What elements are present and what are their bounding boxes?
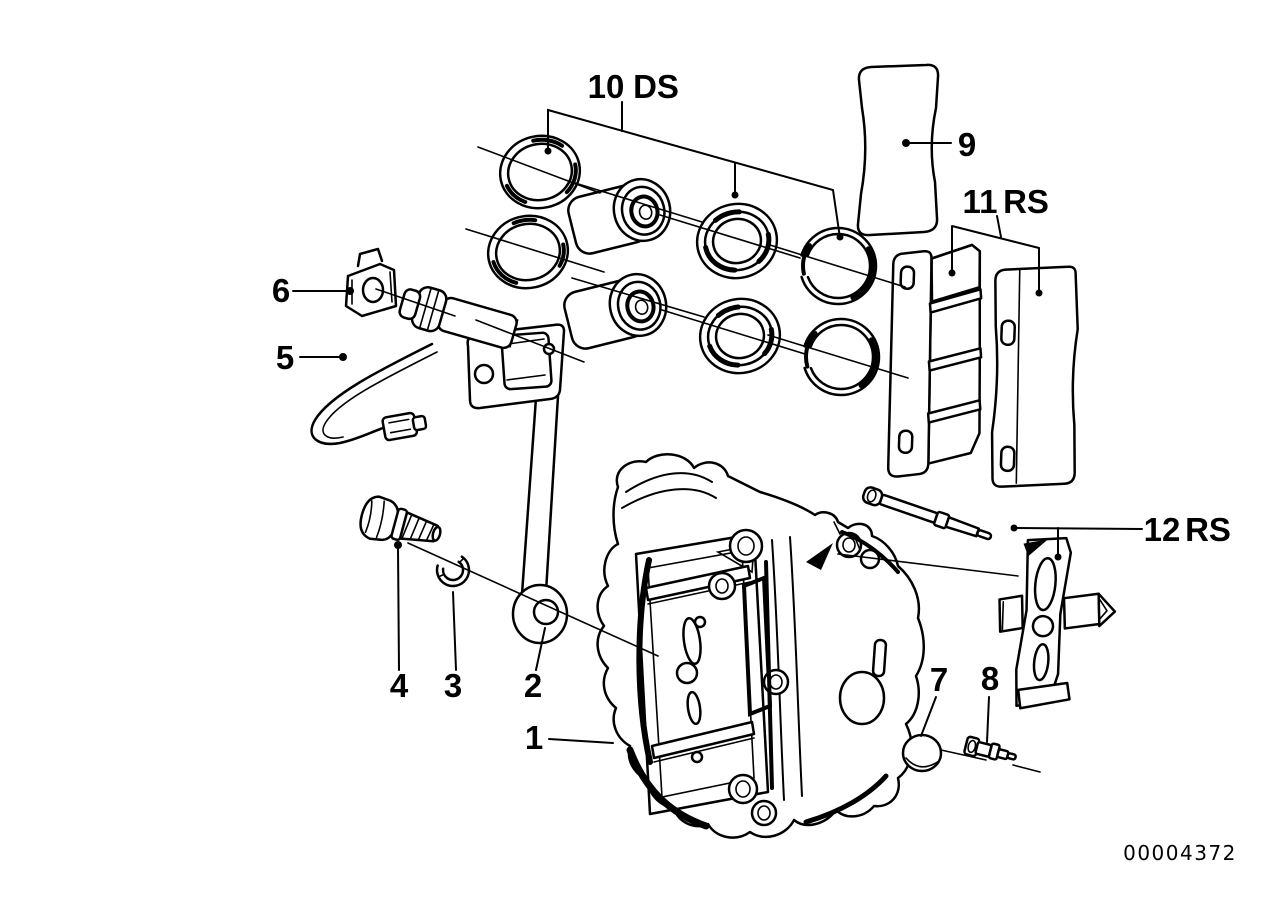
dust-cap-drawing	[901, 733, 987, 773]
brake-caliper-drawing	[596, 453, 925, 839]
brake-pads-drawing	[886, 243, 1079, 488]
mounting-bolt-drawing	[359, 495, 442, 543]
pad-retaining-kit-drawing	[837, 486, 1117, 710]
callout-11-code[interactable]: RS	[1003, 183, 1049, 220]
callout-10-code[interactable]: DS	[633, 68, 679, 105]
callout-9[interactable]: 9	[958, 126, 976, 163]
bleeder-valve-drawing	[963, 735, 1041, 773]
callout-8[interactable]: 8	[981, 660, 999, 697]
callout-3[interactable]: 3	[444, 667, 462, 704]
drawing-number: 00004372	[1123, 841, 1237, 865]
callout-4[interactable]: 4	[390, 667, 409, 704]
callout-1[interactable]: 1	[525, 719, 543, 756]
anti-squeal-shim-drawing	[856, 63, 940, 237]
callout-10-number[interactable]: 10	[588, 68, 625, 105]
callout-12-code[interactable]: RS	[1185, 511, 1231, 548]
callout-12-number[interactable]: 12	[1144, 511, 1181, 548]
callout-5[interactable]: 5	[276, 339, 294, 376]
callout-11-number[interactable]: 11	[963, 183, 998, 220]
leader-lines	[292, 101, 1143, 744]
axis-lines	[375, 146, 909, 657]
sensor-clip-drawing	[344, 247, 398, 318]
lock-washer-drawing	[435, 552, 471, 588]
callout-7[interactable]: 7	[930, 661, 948, 698]
callout-6[interactable]: 6	[272, 272, 290, 309]
mounting-bracket-drawing	[466, 323, 569, 645]
piston-repair-kit-drawing	[486, 134, 881, 397]
wear-sensor-drawing	[310, 286, 519, 446]
callout-2[interactable]: 2	[524, 667, 542, 704]
